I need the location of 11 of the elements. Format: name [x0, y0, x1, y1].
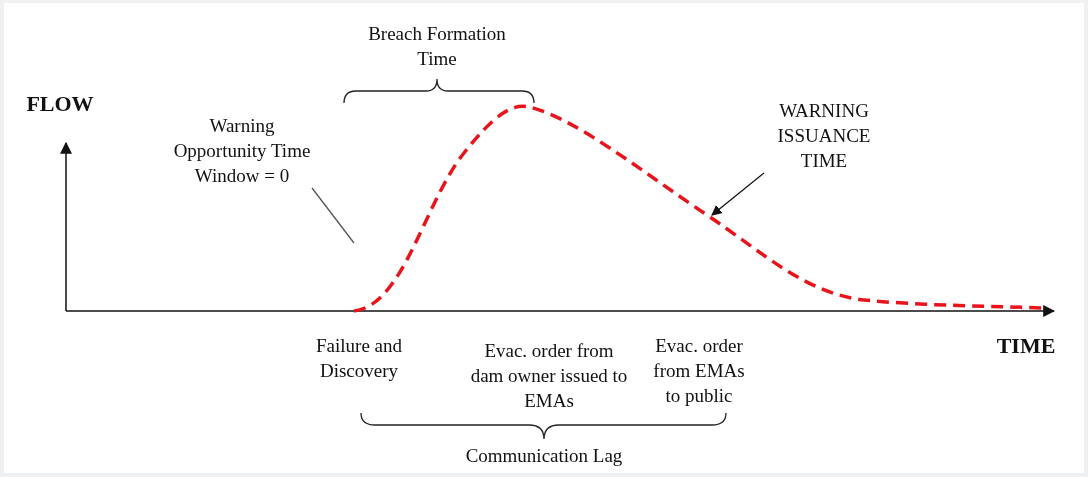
- annotation-text: Evac. order from dam owner issued to EMAs: [469, 339, 629, 413]
- annotation-text: Communication Lag: [464, 444, 624, 468]
- leader-line: [311, 187, 355, 244]
- annotation-text: Warning Opportunity Time Window = 0: [172, 113, 312, 188]
- annotation-text: Evac. order from EMAs to public: [652, 334, 746, 408]
- arrow: [711, 172, 765, 216]
- axis-label: FLOW: [25, 91, 95, 116]
- annotation-text: WARNING ISSUANCE TIME: [764, 98, 884, 173]
- axis-label: TIME: [995, 333, 1057, 358]
- annotation-text: Breach Formation Time: [367, 22, 507, 71]
- annotation-text: Failure and Discovery: [316, 334, 402, 383]
